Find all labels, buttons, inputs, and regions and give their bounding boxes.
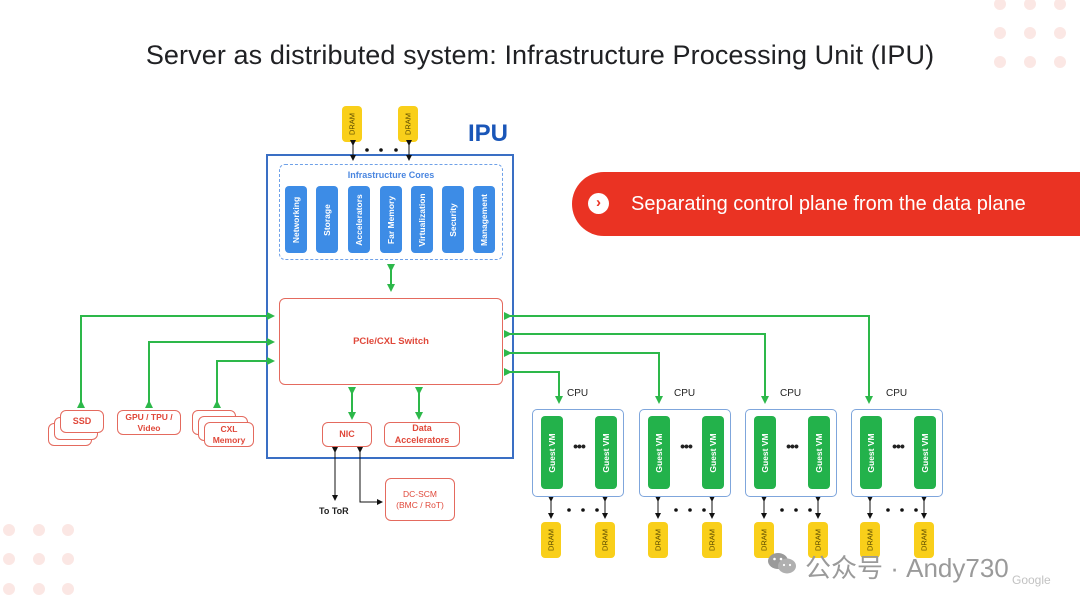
core-storage: Storage — [316, 186, 338, 253]
dram-label: DRAM — [759, 528, 769, 552]
ellipsis-dot — [808, 508, 812, 512]
cpu-label: CPU — [674, 388, 696, 399]
dcscm-subtitle: (BMC / RoT) — [396, 499, 444, 510]
banner-text: Separating control plane from the data p… — [631, 193, 1026, 215]
ellipsis-dot — [780, 508, 784, 512]
ellipsis-dot — [702, 508, 706, 512]
to-tor-label: To ToR — [319, 506, 349, 516]
guest-vm-label: Guest VM — [601, 432, 611, 473]
guest-vm-label: Guest VM — [547, 432, 557, 473]
ssd-box: SSD — [60, 410, 104, 433]
guest-vm-label: Guest VM — [866, 432, 876, 473]
guest-vm-label: Guest VM — [760, 432, 770, 473]
switch-label: PCIe/CXL Switch — [353, 335, 429, 347]
ellipsis-dot — [914, 508, 918, 512]
cpu-dram: DRAM — [541, 522, 561, 558]
link-cpu-3 — [504, 330, 769, 404]
cpu-dram: DRAM — [860, 522, 880, 558]
guest-vm: Guest VM — [648, 416, 670, 489]
dram-label: DRAM — [600, 528, 610, 552]
data-accelerators-box: Data Accelerators — [384, 422, 460, 447]
link-cpu-1 — [504, 368, 563, 404]
ellipsis-dot — [794, 508, 798, 512]
ipu-box — [266, 154, 514, 459]
pcie-cxl-switch: PCIe/CXL Switch — [279, 298, 503, 385]
ellipsis-dot — [688, 508, 692, 512]
guest-vm-label: Guest VM — [814, 432, 824, 473]
guest-vm: Guest VM — [860, 416, 882, 489]
cpu-dram: DRAM — [702, 522, 722, 558]
data-accelerators-label: Data Accelerators — [394, 423, 450, 445]
wechat-icon — [768, 553, 796, 574]
cpu-box: Guest VM Guest VM ••• — [639, 409, 731, 497]
slide-title: Server as distributed system: Infrastruc… — [145, 40, 935, 70]
gpu-label: GPU / TPU / Video — [125, 411, 173, 433]
chevron-right-circle-icon: › — [588, 193, 609, 214]
guest-vm-label: Guest VM — [654, 432, 664, 473]
link-cpu-4 — [504, 312, 873, 404]
ellipsis-dot — [567, 508, 571, 512]
cpu-label: CPU — [886, 388, 908, 399]
dcscm-title: DC-SCM — [403, 488, 437, 499]
guest-vm-label: Guest VM — [920, 432, 930, 473]
vm-ellipsis: ••• — [892, 438, 905, 454]
ipu-label: IPU — [468, 120, 509, 147]
guest-vm: Guest VM — [808, 416, 830, 489]
ellipsis-dot — [674, 508, 678, 512]
cpu-label: CPU — [780, 388, 802, 399]
guest-vm-label: Guest VM — [708, 432, 718, 473]
dram-label: DRAM — [546, 528, 556, 552]
guest-vm: Guest VM — [702, 416, 724, 489]
infrastructure-cores-title: Infrastructure Cores — [347, 170, 435, 180]
cpu-box: Guest VM Guest VM ••• — [532, 409, 624, 497]
cpu-box: Guest VM Guest VM ••• — [851, 409, 943, 497]
ellipsis-dots — [365, 148, 398, 152]
core-networking: Networking — [285, 186, 307, 253]
ssd-label: SSD — [72, 415, 92, 426]
vm-ellipsis: ••• — [573, 438, 586, 454]
nic-box: NIC — [322, 422, 372, 447]
cxl-label: CXL Memory — [212, 423, 246, 445]
ellipsis-dot — [900, 508, 904, 512]
nic-label: NIC — [339, 428, 355, 439]
watermark-text: 公众号 · Andy730 — [805, 553, 1009, 583]
vm-ellipsis: ••• — [786, 438, 799, 454]
ellipsis-dot — [581, 508, 585, 512]
link-gpu — [145, 338, 275, 408]
core-virtualization: Virtualization — [411, 186, 433, 253]
cpu-box: Guest VM Guest VM ••• — [745, 409, 837, 497]
gpu-tpu-video-box: GPU / TPU / Video — [117, 410, 181, 435]
core-management: Management — [473, 186, 495, 253]
core-security: Security — [442, 186, 464, 253]
cpu-label: CPU — [567, 388, 589, 399]
infrastructure-cores-box — [279, 164, 503, 260]
link-ssd — [77, 312, 275, 408]
dram-label: DRAM — [707, 528, 717, 552]
dram-label: DRAM — [653, 528, 663, 552]
cxl-memory-box: CXL Memory — [204, 422, 254, 447]
guest-vm: Guest VM — [595, 416, 617, 489]
cpu-dram: DRAM — [648, 522, 668, 558]
ellipsis-dot — [886, 508, 890, 512]
cpu-dram: DRAM — [914, 522, 934, 558]
cpu-dram: DRAM — [595, 522, 615, 558]
core-accelerators: Accelerators — [348, 186, 370, 253]
cpu-dram: DRAM — [808, 522, 828, 558]
core-far-memory: Far Memory — [380, 186, 402, 253]
key-point-banner — [572, 172, 1080, 236]
ipu-dram-1: DRAM — [342, 106, 362, 142]
link-cpu-2 — [504, 349, 663, 404]
dc-scm-box: DC-SCM (BMC / RoT) — [385, 478, 455, 521]
guest-vm: Guest VM — [914, 416, 936, 489]
guest-vm: Guest VM — [541, 416, 563, 489]
vm-ellipsis: ••• — [680, 438, 693, 454]
ipu-dram-2: DRAM — [398, 106, 418, 142]
guest-vm: Guest VM — [754, 416, 776, 489]
ellipsis-dot — [595, 508, 599, 512]
google-logo-text: Google — [1012, 573, 1051, 587]
cpu-dram: DRAM — [754, 522, 774, 558]
link-cxl — [213, 357, 275, 408]
